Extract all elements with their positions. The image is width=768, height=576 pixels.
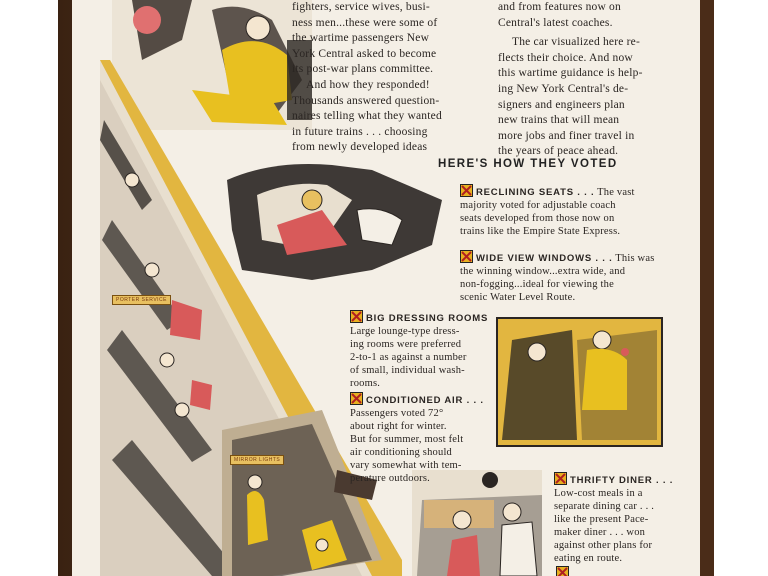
- item-text: perature outdoors.: [350, 473, 430, 484]
- vintage-advertisement: fighters, service wives, busi- ness men.…: [72, 0, 700, 576]
- item-text: about right for winter.: [350, 421, 447, 432]
- text-line: more jobs and finer travel in: [498, 129, 635, 142]
- text-line: from newly developed ideas: [292, 141, 428, 154]
- item-text: seats developed from those now on: [460, 213, 615, 224]
- checkbox-x-icon: [350, 310, 363, 323]
- text-line: fighters, service wives, busi-: [292, 1, 430, 13]
- checkbox-x-icon: [460, 184, 473, 197]
- item-text: of small, individual wash-: [350, 365, 465, 376]
- text-line: naires telling what they wanted: [292, 110, 442, 123]
- item-text: rooms.: [350, 378, 381, 389]
- item-text: against other plans for: [554, 540, 653, 551]
- text-line: signers and engineers plan: [498, 98, 625, 111]
- item-text: like the present Pace-: [554, 514, 649, 525]
- item-text: non-fogging...ideal for viewing the: [460, 279, 614, 290]
- item-title: CONDITIONED AIR . . .: [366, 395, 484, 406]
- diner-illustration: [412, 470, 542, 576]
- item-conditioned-air: CONDITIONED AIR . . . Passengers voted 7…: [350, 392, 500, 485]
- item-text: trains like the Empire State Express.: [460, 226, 621, 237]
- item-text: Large lounge-type dress-: [350, 326, 460, 337]
- text-line: new trains that will mean: [498, 114, 620, 127]
- wide-window-illustration: [496, 317, 663, 447]
- item-reclining-seats: RECLINING SEATS . . . The vast majority …: [460, 184, 670, 238]
- text-line: the wartime passengers New: [292, 32, 430, 45]
- item-wide-view-windows: WIDE VIEW WINDOWS . . . This was the win…: [460, 250, 670, 304]
- item-text: eating en route.: [554, 553, 623, 564]
- item-title: WIDE VIEW WINDOWS . . .: [476, 253, 613, 264]
- text-line: Thousands answered question-: [292, 94, 440, 107]
- item-text: vary somewhat with tem-: [350, 460, 462, 471]
- text-line: its post-war plans committee.: [292, 63, 434, 76]
- train-car-illustration: [100, 0, 663, 576]
- checkbox-x-icon: [460, 250, 473, 263]
- item-title: RECLINING SEATS . . .: [476, 187, 595, 198]
- item-text: The vast: [597, 187, 635, 198]
- passengers-top-illustration: [112, 0, 312, 130]
- item-text: maker diner . . . won: [554, 527, 646, 538]
- item-text: This was: [615, 253, 655, 264]
- text-line: in future trains . . . choosing: [292, 125, 428, 138]
- checkbox-x-icon: [554, 472, 567, 485]
- text-line: flects their choice. And now: [498, 51, 633, 64]
- item-text: the winning window...extra wide, and: [460, 266, 626, 277]
- votes-heading: HERE'S HOW THEY VOTED: [438, 158, 618, 170]
- porter-service-sign: PORTER SERVICE: [112, 295, 171, 305]
- item-text: But for summer, most felt: [350, 434, 464, 445]
- cutaway-car-illustration: [100, 60, 402, 576]
- checkbox-x-icon: [350, 392, 363, 405]
- item-thrifty-diner: THRIFTY DINER . . . Low-cost meals in a …: [554, 472, 694, 565]
- text-line: the years of peace ahead.: [498, 145, 619, 158]
- text-line: ing New York Central's de-: [498, 82, 629, 95]
- outro-text-column: and from features now on Central's lates…: [498, 0, 694, 160]
- item-text: majority voted for adjustable coach: [460, 200, 616, 211]
- mirror-lights-sign: MIRROR LIGHTS: [230, 455, 285, 465]
- intro-text-column: fighters, service wives, busi- ness men.…: [292, 0, 484, 156]
- item-title: THRIFTY DINER . . .: [570, 475, 674, 486]
- checkbox-x-icon: [556, 566, 569, 576]
- item-text: scenic Water Level Route.: [460, 292, 576, 303]
- item-text: air conditioning should: [350, 447, 453, 458]
- text-line: The car visualized here re-: [512, 36, 640, 49]
- text-line: Central's latest coaches.: [498, 16, 613, 29]
- item-text: separate dining car . . .: [554, 501, 655, 512]
- text-line: and from features now on: [498, 1, 621, 13]
- reclining-seat-illustration: [227, 164, 442, 280]
- text-line: And how they responded!: [306, 78, 430, 91]
- item-text: Low-cost meals in a: [554, 488, 643, 499]
- text-line: ness men...these were some of: [292, 16, 438, 29]
- item-text: 2-to-1 as against a number: [350, 352, 467, 363]
- item-title: BIG DRESSING ROOMS: [366, 313, 489, 324]
- item-text: Passengers voted 72°: [350, 408, 444, 419]
- item-text: ing rooms were preferred: [350, 339, 462, 350]
- text-line: this wartime guidance is help-: [498, 67, 643, 80]
- text-line: York Central asked to become: [292, 47, 437, 60]
- item-big-dressing-rooms: BIG DRESSING ROOMS Large lounge-type dre…: [350, 310, 500, 390]
